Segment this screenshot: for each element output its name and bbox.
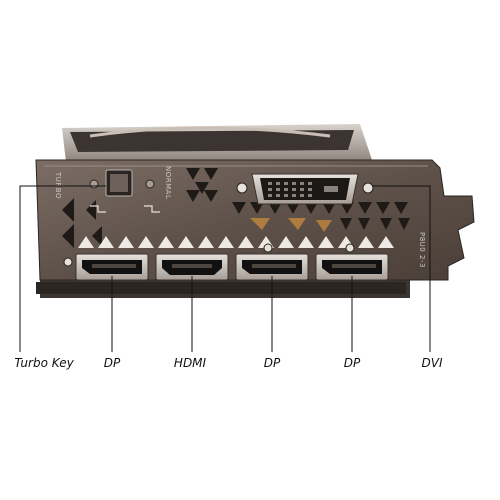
bracket-code-engraving: P8U0 2-3 <box>418 232 426 268</box>
dvi-port <box>236 173 374 205</box>
normal-engraving: NORMAL <box>164 166 172 200</box>
card-edge <box>36 282 406 294</box>
turbo-key-button <box>89 169 160 213</box>
turbo-engraving: TURBO <box>54 172 62 199</box>
label-dp-2: DP <box>263 356 281 370</box>
displayport-1 <box>75 253 149 281</box>
label-dvi: DVI <box>421 356 443 370</box>
label-dp-1: DP <box>103 356 121 370</box>
hdmi-port <box>155 253 229 281</box>
label-dp-3: DP <box>343 356 361 370</box>
fan-glimpse <box>250 218 332 232</box>
label-turbo-key: Turbo Key <box>14 356 74 370</box>
label-hdmi: HDMI <box>173 356 207 370</box>
displayport-2 <box>235 253 309 281</box>
displayport-3 <box>315 253 389 281</box>
